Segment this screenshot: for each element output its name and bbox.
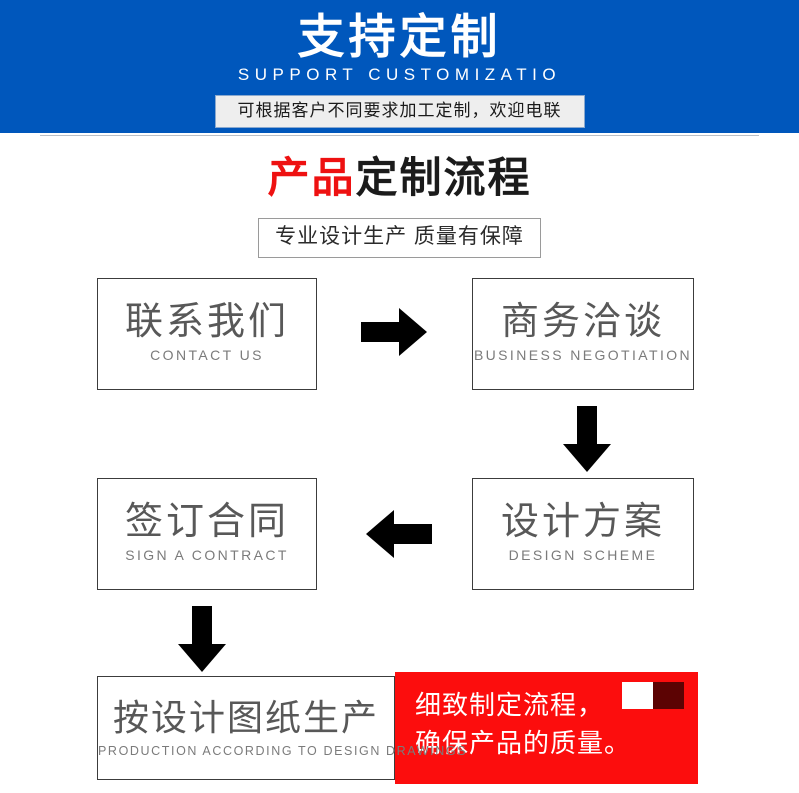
flow-step-business-negotiation-label-en: BUSINESS NEGOTIATION (473, 347, 693, 363)
page-subtitle: 专业设计生产 质量有保障 (258, 218, 541, 258)
flow-step-contact-us-label-cn: 联系我们 (124, 301, 289, 343)
arrow-down-right-icon (561, 406, 613, 472)
flow-step-design-scheme-label-cn: 设计方案 (500, 501, 665, 543)
flow-step-design-scheme[interactable]: 设计方案 DESIGN SCHEME (472, 478, 694, 590)
flow-step-sign-contract[interactable]: 签订合同 SIGN A CONTRACT (97, 478, 317, 590)
page-subtitle-wrapper: 专业设计生产 质量有保障 (0, 218, 799, 258)
flow-step-business-negotiation[interactable]: 商务洽谈 BUSINESS NEGOTIATION (472, 278, 694, 390)
flow-step-sign-contract-label-en: SIGN A CONTRACT (125, 547, 289, 563)
flow-step-production[interactable]: 按设计图纸生产 PRODUCTION ACCORDING TO DESIGN D… (97, 676, 468, 780)
banner-tagline: 可根据客户不同要求加工定制，欢迎电联 (214, 95, 585, 128)
page-title: 产品定制流程 (0, 150, 799, 206)
flow-step-sign-contract-label-cn: 签订合同 (124, 501, 289, 543)
flow-step-business-negotiation-label-cn: 商务洽谈 (500, 301, 665, 343)
page-title-rest: 定制流程 (355, 154, 532, 201)
callout-text-line-1: 细致制定流程， (415, 690, 605, 720)
flow-step-design-scheme-label-en: DESIGN SCHEME (508, 547, 658, 563)
banner-title: 支持定制 (297, 10, 502, 63)
callout-text: 细致制定流程， 确保产品的质量。 (415, 686, 631, 762)
header-banner: 支持定制 SUPPORT CUSTOMIZATIO 可根据客户不同要求加工定制，… (0, 0, 799, 133)
callout-panel: 细致制定流程， 确保产品的质量。 (395, 672, 698, 784)
arrow-right-icon (361, 306, 427, 358)
page-title-highlight: 产品 (267, 154, 356, 201)
arrow-left-icon (366, 508, 432, 560)
callout-decoration-square-light (622, 682, 653, 709)
arrow-down-left-icon (176, 606, 228, 672)
callout-decoration-icon (622, 682, 684, 709)
flow-step-contact-us[interactable]: 联系我们 CONTACT US (97, 278, 317, 390)
header-divider (40, 135, 759, 136)
callout-text-line-2: 确保产品的质量。 (415, 728, 632, 758)
flow-step-production-label-cn: 按设计图纸生产 (112, 697, 379, 738)
flow-step-contact-us-label-en: CONTACT US (150, 347, 264, 363)
banner-subtitle-english: SUPPORT CUSTOMIZATIO (237, 65, 562, 84)
flow-step-production-label-en: PRODUCTION ACCORDING TO DESIGN DRAWINGS (98, 744, 468, 758)
callout-decoration-square-dark (653, 682, 684, 709)
banner-tagline-wrapper: 可根据客户不同要求加工定制，欢迎电联 (0, 95, 799, 128)
